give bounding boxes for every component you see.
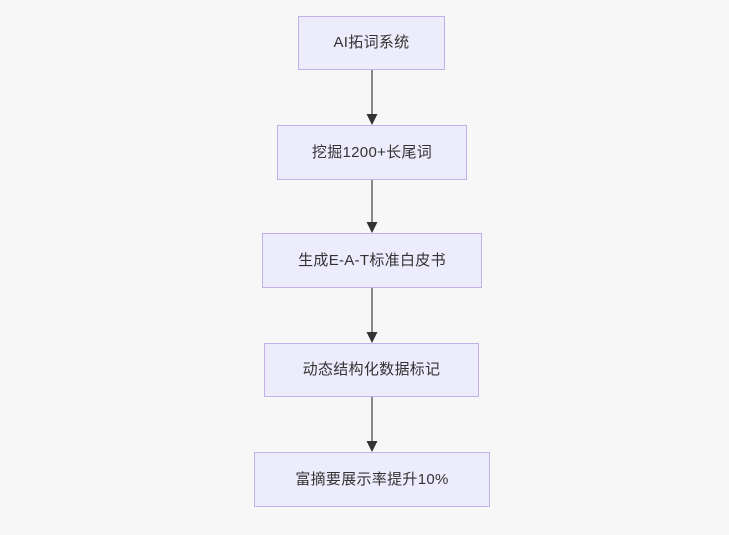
flow-node-rich-snippet-rate-increase[interactable]: 富摘要展示率提升10% xyxy=(254,452,490,507)
flow-node-generate-eat-whitepaper[interactable]: 生成E-A-T标准白皮书 xyxy=(262,233,482,288)
flow-edge-n4-n5 xyxy=(364,397,380,452)
flow-edge-n2-n3 xyxy=(364,180,380,233)
flow-node-mine-longtail-keywords[interactable]: 挖掘1200+长尾词 xyxy=(277,125,467,180)
flow-node-label: 富摘要展示率提升10% xyxy=(295,470,449,488)
flow-edge-n3-n4 xyxy=(364,288,380,343)
flow-edge-n1-n2 xyxy=(364,70,380,125)
arrow-down-icon xyxy=(366,180,378,233)
flow-node-dynamic-structured-data-markup[interactable]: 动态结构化数据标记 xyxy=(264,343,479,397)
arrow-down-icon xyxy=(366,288,378,343)
flow-node-label: 生成E-A-T标准白皮书 xyxy=(298,251,446,269)
flow-node-ai-keyword-system[interactable]: AI拓词系统 xyxy=(298,16,445,70)
arrow-down-icon xyxy=(366,70,378,125)
flow-node-label: AI拓词系统 xyxy=(333,34,410,51)
flow-node-label: 挖掘1200+长尾词 xyxy=(311,143,433,161)
flow-node-label: 动态结构化数据标记 xyxy=(302,361,441,378)
arrow-down-icon xyxy=(366,397,378,452)
